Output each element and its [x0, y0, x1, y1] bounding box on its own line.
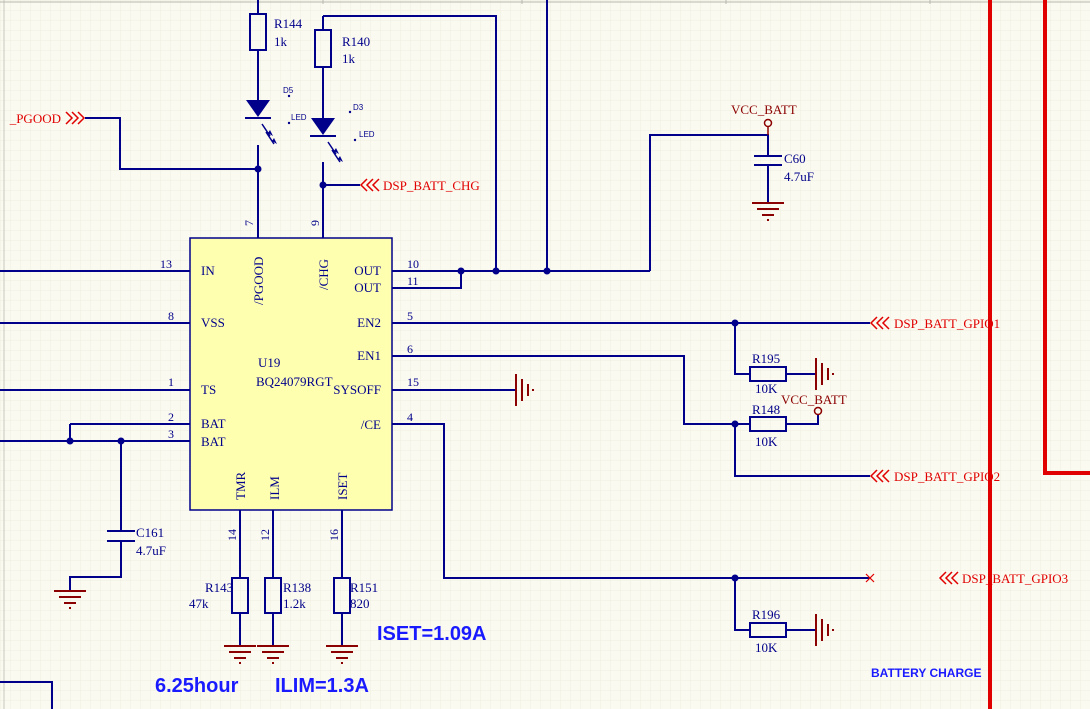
pin-number: 14: [225, 529, 239, 541]
ic-pins-bottom: TMR 14 ILM 12 ISET 16: [225, 472, 350, 542]
pin-name: OUT: [354, 263, 381, 278]
pin-name: BAT: [201, 434, 226, 449]
pin-number: 9: [308, 220, 322, 226]
pin-number: 4: [407, 410, 413, 424]
ic-pins-left: IN 13 VSS 8 TS 1 BAT 2 BAT 3: [160, 257, 226, 449]
power-port-symbols: [763, 118, 823, 416]
resistor-value: 820: [350, 596, 370, 611]
pin-name: /CHG: [316, 259, 331, 290]
pin-number: 15: [407, 375, 419, 389]
resistor-ref: R151: [350, 580, 378, 595]
net-label-dsp-batt-gpio2: DSP_BATT_GPIO2: [894, 469, 1000, 484]
resistor-labels: R144 1k R140 1k R195 10K R148 10K R196 1…: [189, 16, 781, 655]
junctions: [66, 165, 739, 582]
pin-number: 7: [242, 220, 256, 226]
pin-name: BAT: [201, 416, 226, 431]
resistor-value: 1.2k: [283, 596, 306, 611]
pin-number: 10: [407, 257, 419, 271]
pin-name: TS: [201, 382, 216, 397]
resistor-ref: R138: [283, 580, 311, 595]
capacitor-ref: C60: [784, 151, 806, 166]
net-arrows: [65, 111, 959, 585]
no-connect-mark: [865, 573, 875, 583]
resistor-ref: R144: [274, 16, 303, 31]
pin-name: OUT: [354, 280, 381, 295]
pin-number: 12: [258, 529, 272, 541]
resistor-ref: R148: [752, 402, 780, 417]
resistor-ref: R195: [752, 351, 780, 366]
resistor-ref: R143: [205, 580, 233, 595]
net-label-dsp-batt-chg: DSP_BATT_CHG: [383, 178, 480, 193]
ic-pins-right: OUT 10 OUT 11 EN2 5 EN1 6 SYSOFF 15 /CE …: [333, 257, 419, 432]
resistor-value: 10K: [755, 640, 778, 655]
capacitor-bodies: [107, 155, 782, 542]
net-label-pgood: _PGOOD: [9, 111, 61, 126]
capacitor-value: 4.7uF: [136, 543, 166, 558]
pin-number: 2: [168, 410, 174, 424]
pin-name: TMR: [233, 472, 248, 501]
pin-number: 11: [407, 274, 419, 288]
pin-name: IN: [201, 263, 215, 278]
wires: [0, 0, 870, 709]
harness-lines: [988, 0, 1090, 709]
net-label-dsp-batt-gpio1: DSP_BATT_GPIO1: [894, 316, 1000, 331]
pin-number: 5: [407, 309, 413, 323]
pin-name: ISET: [335, 473, 350, 501]
pin-number: 8: [168, 309, 174, 323]
power-port-vcc-batt: VCC_BATT: [731, 102, 797, 117]
pin-name: SYSOFF: [333, 382, 381, 397]
pin-number: 16: [327, 529, 341, 541]
resistor-value: 10K: [755, 434, 778, 449]
led-ref: D3: [353, 103, 364, 112]
power-port-vcc-batt: VCC_BATT: [781, 392, 847, 407]
ic-pins-top: /PGOOD 7 /CHG 9: [242, 220, 331, 305]
net-label-dsp-batt-gpio3: DSP_BATT_GPIO3: [962, 571, 1068, 586]
capacitor-labels: C60 4.7uF C161 4.7uF: [136, 151, 814, 558]
capacitor-value: 4.7uF: [784, 169, 814, 184]
led-labels: D5 LED D3 LED: [283, 86, 375, 142]
led-d3: [310, 118, 343, 163]
capacitor-ref: C161: [136, 525, 164, 540]
resistor-ref: R196: [752, 607, 781, 622]
resistor-bodies: [231, 13, 787, 638]
resistor-value: 47k: [189, 596, 209, 611]
led-type: LED: [359, 130, 375, 139]
ic-u19[interactable]: [189, 237, 393, 511]
pin-name: /PGOOD: [251, 257, 266, 305]
pin-number: 13: [160, 257, 172, 271]
pin-number: 6: [407, 342, 413, 356]
pin-name: VSS: [201, 315, 225, 330]
pin-number: 3: [168, 427, 174, 441]
ic-part: BQ24079RGT: [256, 374, 333, 389]
ic-ref: U19: [258, 355, 280, 370]
sheet-title: BATTERY CHARGE: [871, 666, 981, 680]
note-charge-time: 6.25hour: [155, 675, 239, 697]
pin-name: /CE: [361, 417, 381, 432]
pin-number: 1: [168, 375, 174, 389]
led-ref: D5: [283, 86, 294, 95]
resistor-ref: R140: [342, 34, 370, 49]
led-d5: [245, 100, 277, 145]
pin-name: ILM: [267, 476, 282, 500]
note-ilim: ILIM=1.3A: [275, 675, 369, 697]
pin-name: EN2: [357, 315, 381, 330]
resistor-value: 1k: [342, 51, 356, 66]
pin-name: EN1: [357, 348, 381, 363]
resistor-value: 10K: [755, 381, 778, 396]
led-type: LED: [291, 113, 307, 122]
note-iset: ISET=1.09A: [377, 623, 487, 645]
ground-symbols: [54, 202, 834, 664]
resistor-value: 1k: [274, 34, 288, 49]
